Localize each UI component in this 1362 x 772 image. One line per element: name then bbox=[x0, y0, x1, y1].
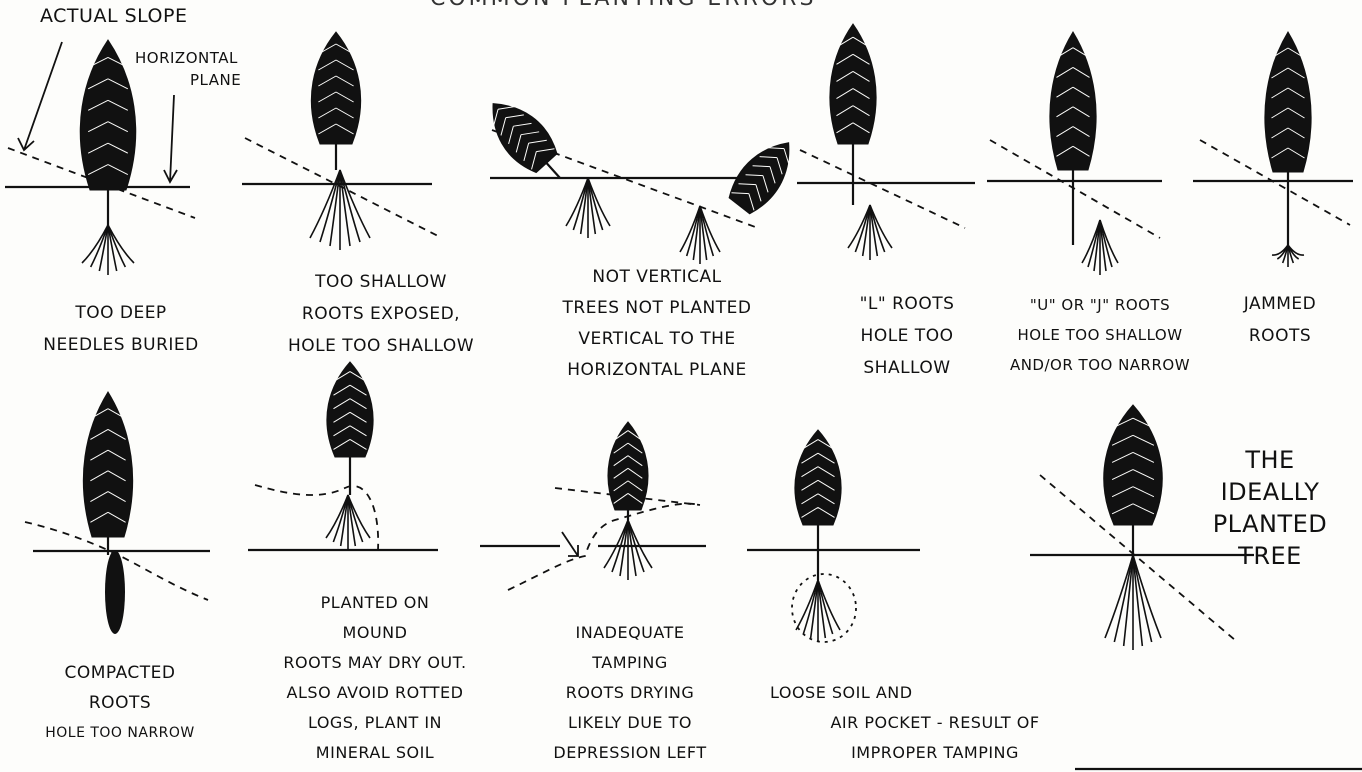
actual-slope-label: ACTUAL SLOPE bbox=[40, 6, 187, 28]
tree-loose-soil-crown bbox=[795, 430, 841, 525]
roots-not-vertical-right bbox=[680, 206, 720, 264]
tree-too-deep-crown bbox=[80, 40, 135, 190]
roots-mound-root bbox=[333, 495, 348, 542]
tree-not-vertical-left-crown bbox=[477, 89, 563, 177]
roots-jammed-roots bbox=[1272, 245, 1304, 267]
tree-not-vertical-right-trunk bbox=[739, 205, 740, 206]
tree-compacted-roots-crown bbox=[83, 392, 132, 537]
depression-arrow bbox=[562, 532, 578, 556]
roots-too-deep bbox=[82, 225, 134, 275]
actual-slope-arrow bbox=[18, 42, 62, 150]
tree-not-vertical-right bbox=[724, 130, 805, 218]
slope-line-l-roots bbox=[800, 150, 965, 228]
tree-u-j-roots-crown bbox=[1050, 32, 1096, 170]
caption-loose-soil: LOOSE SOIL ANDAIR POCKET - RESULT OFIMPR… bbox=[760, 678, 1110, 768]
header-text: COMMON PLANTING ERRORS bbox=[430, 0, 816, 11]
tree-too-shallow-crown bbox=[311, 32, 360, 144]
mound-soil-line bbox=[255, 485, 378, 550]
tree-compacted-roots bbox=[83, 392, 132, 555]
tree-mound-crown bbox=[327, 362, 373, 457]
roots-too-shallow-root bbox=[340, 170, 360, 242]
tree-jammed-roots bbox=[1265, 32, 1311, 245]
tree-l-roots-crown bbox=[830, 24, 876, 144]
caption-l-roots: "L" ROOTSHOLE TOOSHALLOW bbox=[822, 288, 992, 384]
tree-loose-soil bbox=[795, 430, 841, 580]
roots-tamping bbox=[604, 520, 652, 580]
tree-l-roots bbox=[830, 24, 876, 205]
roots-l-roots-root bbox=[855, 205, 870, 252]
roots-ideal-root bbox=[1114, 555, 1133, 642]
horizontal-plane-arrow bbox=[164, 95, 177, 182]
roots-not-vertical-left-root bbox=[573, 178, 588, 230]
caption-u-j-roots: "U" or "J" ROOTSHOLE TOO SHALLOWAND/OR T… bbox=[995, 290, 1205, 380]
roots-mound bbox=[326, 495, 370, 550]
tree-not-vertical-right-crown bbox=[724, 130, 805, 218]
tree-jammed-roots-crown bbox=[1265, 32, 1311, 172]
roots-too-shallow bbox=[310, 170, 370, 250]
tree-tamping bbox=[608, 422, 648, 520]
roots-loose-soil-root bbox=[803, 580, 818, 634]
caption-planted-on-mound: PLANTED ONMOUNDROOTS MAY DRY OUT.ALSO AV… bbox=[240, 588, 510, 768]
caption-not-vertical: NOT VERTICALTREES NOT PLANTEDVERTICAL TO… bbox=[522, 262, 792, 386]
horizontal-plane-label-1: HORIZONTAL bbox=[135, 50, 238, 67]
tree-mound bbox=[327, 362, 373, 495]
roots-u-j-roots bbox=[1082, 220, 1118, 275]
roots-not-vertical-left bbox=[566, 178, 610, 238]
tree-ideal-crown bbox=[1104, 405, 1163, 525]
roots-l-roots bbox=[848, 205, 892, 260]
tree-not-vertical-left-trunk bbox=[547, 163, 560, 178]
horizontal-plane-label-2: PLANE bbox=[190, 72, 241, 89]
roots-too-deep-root bbox=[91, 225, 108, 267]
compacted-root-ball bbox=[105, 550, 125, 634]
tree-too-shallow bbox=[311, 32, 360, 170]
tree-ideal bbox=[1104, 405, 1163, 555]
roots-u-j-roots-root bbox=[1088, 220, 1100, 267]
roots-not-vertical-right-root bbox=[687, 206, 700, 256]
tree-u-j-roots bbox=[1050, 32, 1096, 245]
tree-too-deep bbox=[80, 40, 135, 228]
roots-loose-soil bbox=[796, 580, 840, 642]
